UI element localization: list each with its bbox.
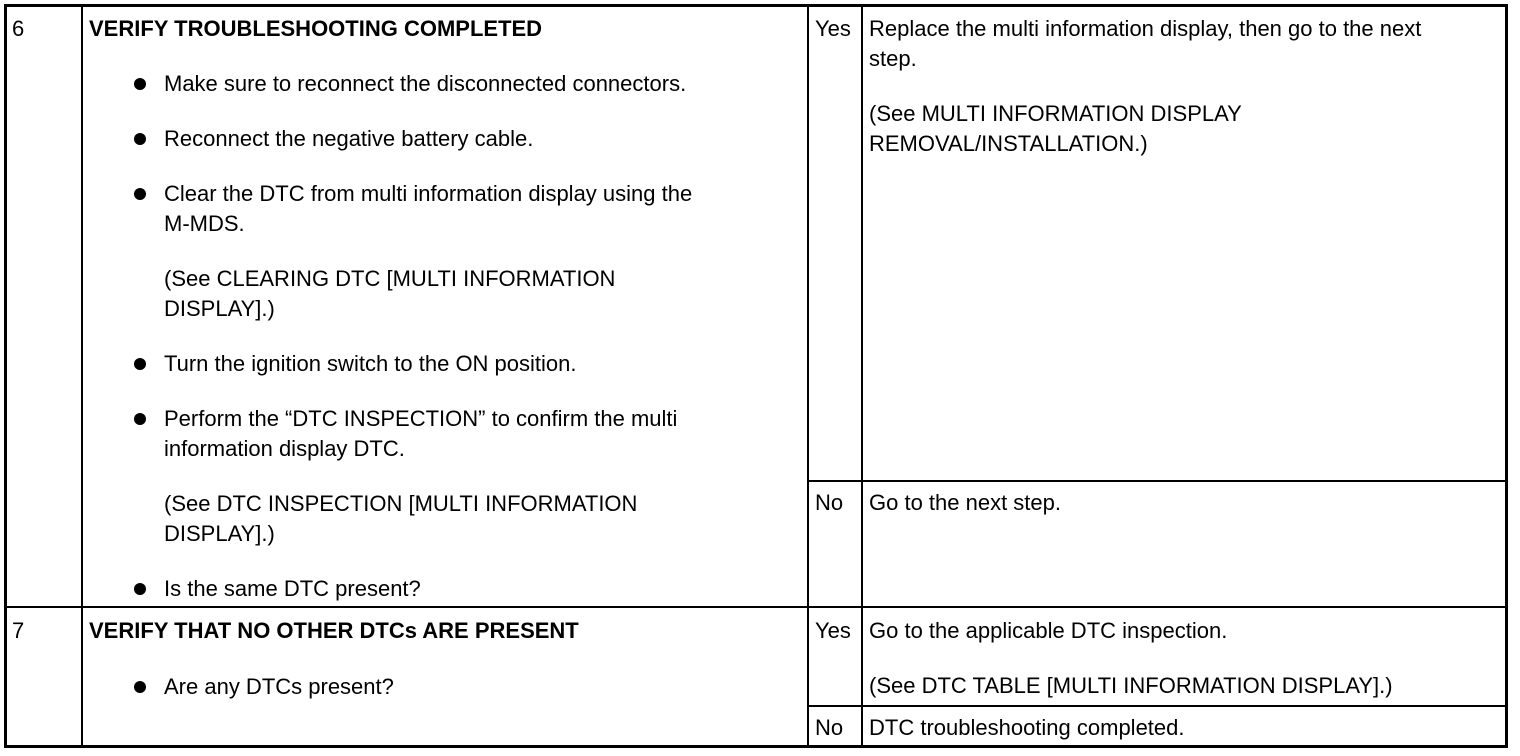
bullet-icon — [134, 188, 146, 200]
inspection-item: Make sure to reconnect the disconnected … — [164, 71, 687, 96]
step-number: 6 — [12, 16, 25, 41]
action-text: Go to the applicable DTC inspection. — [869, 618, 1228, 643]
inspection-item: Reconnect the negative battery cable. — [164, 126, 534, 151]
bullet-icon — [134, 133, 146, 145]
row-divider-steps — [4, 606, 1508, 608]
action-text: Go to the next step. — [869, 490, 1062, 515]
bullet-icon — [134, 681, 146, 693]
bullet-icon — [134, 358, 146, 370]
inspection-item-continued: M-MDS. — [164, 211, 245, 236]
inspection-item: Are any DTCs present? — [164, 674, 394, 699]
answer-no: No — [815, 715, 844, 740]
table-border-top — [4, 4, 1508, 7]
answer-no: No — [815, 490, 844, 515]
reference-note: (See DTC TABLE [MULTI INFORMATION DISPLA… — [869, 673, 1393, 698]
reference-note-continued: REMOVAL/INSTALLATION.) — [869, 131, 1148, 156]
column-divider-inspection — [807, 4, 809, 748]
step-title: VERIFY THAT NO OTHER DTCs ARE PRESENT — [89, 618, 579, 643]
step-title: VERIFY TROUBLESHOOTING COMPLETED — [89, 16, 543, 41]
reference-note-continued: DISPLAY].) — [164, 296, 275, 321]
bullet-icon — [134, 583, 146, 595]
table-border-bottom — [4, 745, 1508, 748]
reference-note: (See DTC INSPECTION [MULTI INFORMATION — [164, 491, 638, 516]
row-divider-step7-yes-no — [807, 705, 1507, 707]
column-divider-step — [81, 4, 83, 748]
bullet-icon — [134, 78, 146, 90]
answer-yes: Yes — [815, 618, 851, 643]
column-divider-answer — [861, 4, 863, 748]
reference-note-continued: DISPLAY].) — [164, 521, 275, 546]
answer-yes: Yes — [815, 16, 851, 41]
inspection-item: Perform the “DTC INSPECTION” to confirm … — [164, 406, 678, 431]
bullet-icon — [134, 413, 146, 425]
inspection-item: Turn the ignition switch to the ON posit… — [164, 351, 577, 376]
action-text: DTC troubleshooting completed. — [869, 715, 1185, 740]
table-border-left — [4, 4, 7, 748]
action-text-continued: step. — [869, 46, 917, 71]
action-text: Replace the multi information display, t… — [869, 16, 1422, 41]
reference-note: (See CLEARING DTC [MULTI INFORMATION — [164, 266, 616, 291]
inspection-item-continued: information display DTC. — [164, 436, 405, 461]
row-divider-step6-yes-no — [807, 480, 1507, 482]
inspection-item: Is the same DTC present? — [164, 576, 421, 601]
table-border-right — [1505, 4, 1508, 748]
inspection-item: Clear the DTC from multi information dis… — [164, 181, 693, 206]
reference-note: (See MULTI INFORMATION DISPLAY — [869, 101, 1242, 126]
step-number: 7 — [12, 618, 25, 643]
